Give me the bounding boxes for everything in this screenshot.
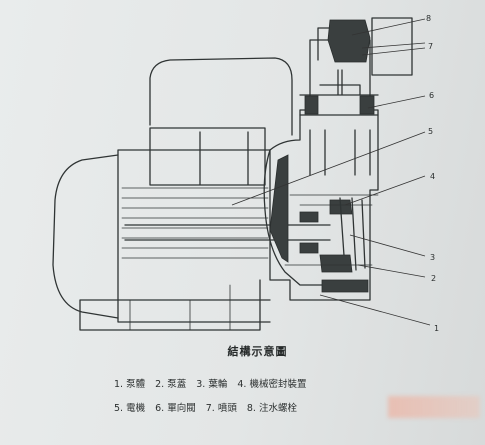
leader-3 <box>349 234 426 257</box>
legend-item: 7. 噴頭 <box>205 403 237 414</box>
check-valve <box>299 69 379 116</box>
volute <box>263 149 361 286</box>
motor <box>52 57 331 331</box>
base-feet <box>129 284 231 331</box>
legend-item: 4. 機械密封裝置 <box>237 379 307 390</box>
callout-4: 4 <box>430 172 435 181</box>
volute-wall <box>269 154 289 263</box>
check-valve-seat <box>304 95 375 115</box>
legend-item: 6. 單向閥 <box>155 403 196 414</box>
motor-shaft <box>124 224 331 241</box>
filler-plug-hatched <box>327 19 371 63</box>
pump-body-lines <box>284 194 379 266</box>
legend-item: 2. 泵蓋 <box>155 379 187 390</box>
callout-8: 8 <box>426 14 431 23</box>
callout-3: 3 <box>430 253 435 262</box>
leader-lines <box>231 18 431 326</box>
legend-item: 1. 泵體 <box>114 379 146 390</box>
motor-base <box>79 279 271 331</box>
leader-4 <box>344 175 426 206</box>
motor-fan-cover <box>52 154 119 319</box>
legend-row-2: 5. 電機 6. 單向閥 7. 噴頭 8. 注水螺栓 <box>114 400 414 424</box>
motor-housing <box>117 149 271 323</box>
legend-item: 3. 葉輪 <box>196 379 228 390</box>
callout-6: 6 <box>429 91 434 100</box>
callout-5: 5 <box>428 127 433 136</box>
legend-row-1: 1. 泵體 2. 泵蓋 3. 葉輪 4. 機械密封裝置 <box>114 376 414 400</box>
callout-2: 2 <box>431 274 436 283</box>
leader-2 <box>357 264 426 278</box>
impeller-hub <box>319 254 353 273</box>
callout-7: 7 <box>428 42 433 51</box>
pump-structure-drawing: 8 7 6 5 4 3 2 1 <box>52 14 439 333</box>
leader-7 <box>361 42 426 56</box>
legend-item: 5. 電機 <box>114 403 146 414</box>
pump-cover <box>321 279 369 293</box>
leader-5 <box>231 131 426 206</box>
terminal-box <box>149 127 266 186</box>
leader-1 <box>319 294 431 326</box>
mechanical-seal <box>299 199 353 254</box>
callout-1: 1 <box>434 324 439 333</box>
watermark-blur <box>388 396 480 418</box>
motor-fins <box>121 187 269 259</box>
diagram-title: 結構示意圖 <box>227 345 288 358</box>
legend-item: 8. 注水螺栓 <box>246 403 297 414</box>
filler-housing <box>371 17 413 76</box>
leader-6 <box>367 95 426 109</box>
nozzle-tube <box>309 129 371 176</box>
parts-legend: 1. 泵體 2. 泵蓋 3. 葉輪 4. 機械密封裝置 5. 電機 6. 單向閥… <box>114 376 414 424</box>
pump-section <box>263 17 413 301</box>
leader-8 <box>351 18 426 36</box>
handle <box>149 57 293 136</box>
